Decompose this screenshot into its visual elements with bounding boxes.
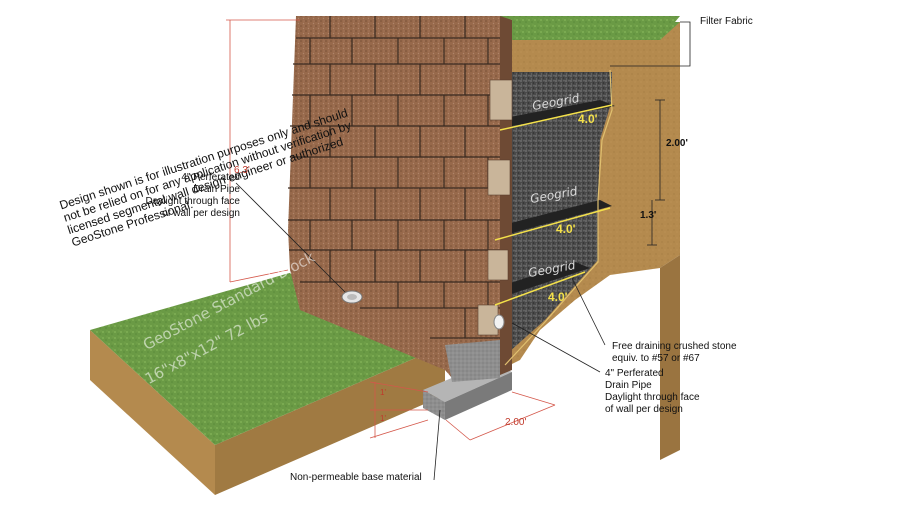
crushed-stone-label: Free draining crushed stone equiv. to #5…: [612, 341, 737, 365]
crushed-stone-line-1: Free draining crushed stone: [612, 341, 737, 352]
crushed-stone-line-2: equiv. to #57 or #67: [612, 353, 700, 364]
base-material-label: Non-permeable base material: [290, 472, 422, 483]
spacing-dimensions: [647, 99, 665, 246]
wall-height-dimension: 6.3': [234, 165, 250, 176]
embedment-dimension-2: 1': [380, 414, 386, 423]
drain-pipe-end: [493, 314, 505, 330]
drain-pipe-left-line-3: Daylight through face: [145, 196, 240, 207]
filter-fabric: [504, 69, 613, 366]
geogrid-length-3: 4.0': [548, 290, 568, 304]
drain-pipe-right-label: 4" Perferated Drain Pipe Daylight throug…: [605, 368, 700, 416]
spacing-mid-dimension: 1.3': [640, 210, 657, 221]
spacing-top-dimension: 2.00': [666, 138, 688, 149]
geogrid-length-lines: [494, 104, 613, 306]
drain-pipe-left-line-2: Drain Pipe: [193, 184, 240, 195]
drain-pipe-left-line-1: 4" Perferated: [181, 172, 240, 183]
red-dimensions: [226, 19, 556, 441]
leader-lines: [235, 21, 691, 481]
block-tail: [487, 249, 509, 281]
geogrid-layer-1: [478, 100, 615, 130]
base-width-dimension: 2.00': [505, 417, 527, 428]
drain-pipe-left-line-4: of wall per design: [162, 208, 240, 219]
drain-pipe-left-label: 4" Perferated Drain Pipe Daylight throug…: [132, 172, 240, 220]
geogrid-length-1: 4.0': [578, 112, 598, 126]
drain-pipes: [341, 290, 505, 330]
filter-fabric-label: Filter Fabric: [700, 16, 753, 27]
block-tail: [487, 159, 511, 196]
embedment-dimension-1: 1': [380, 388, 386, 397]
block-tail: [489, 79, 513, 121]
geogrid-length-2: 4.0': [556, 222, 576, 236]
drain-pipe-right-line-2: Drain Pipe: [605, 380, 652, 391]
drain-pipe-right-line-1: 4" Perferated: [605, 368, 664, 379]
drain-pipe-right-line-4: of wall per design: [605, 404, 683, 415]
drain-pipe-right-line-3: Daylight through face: [605, 392, 700, 403]
